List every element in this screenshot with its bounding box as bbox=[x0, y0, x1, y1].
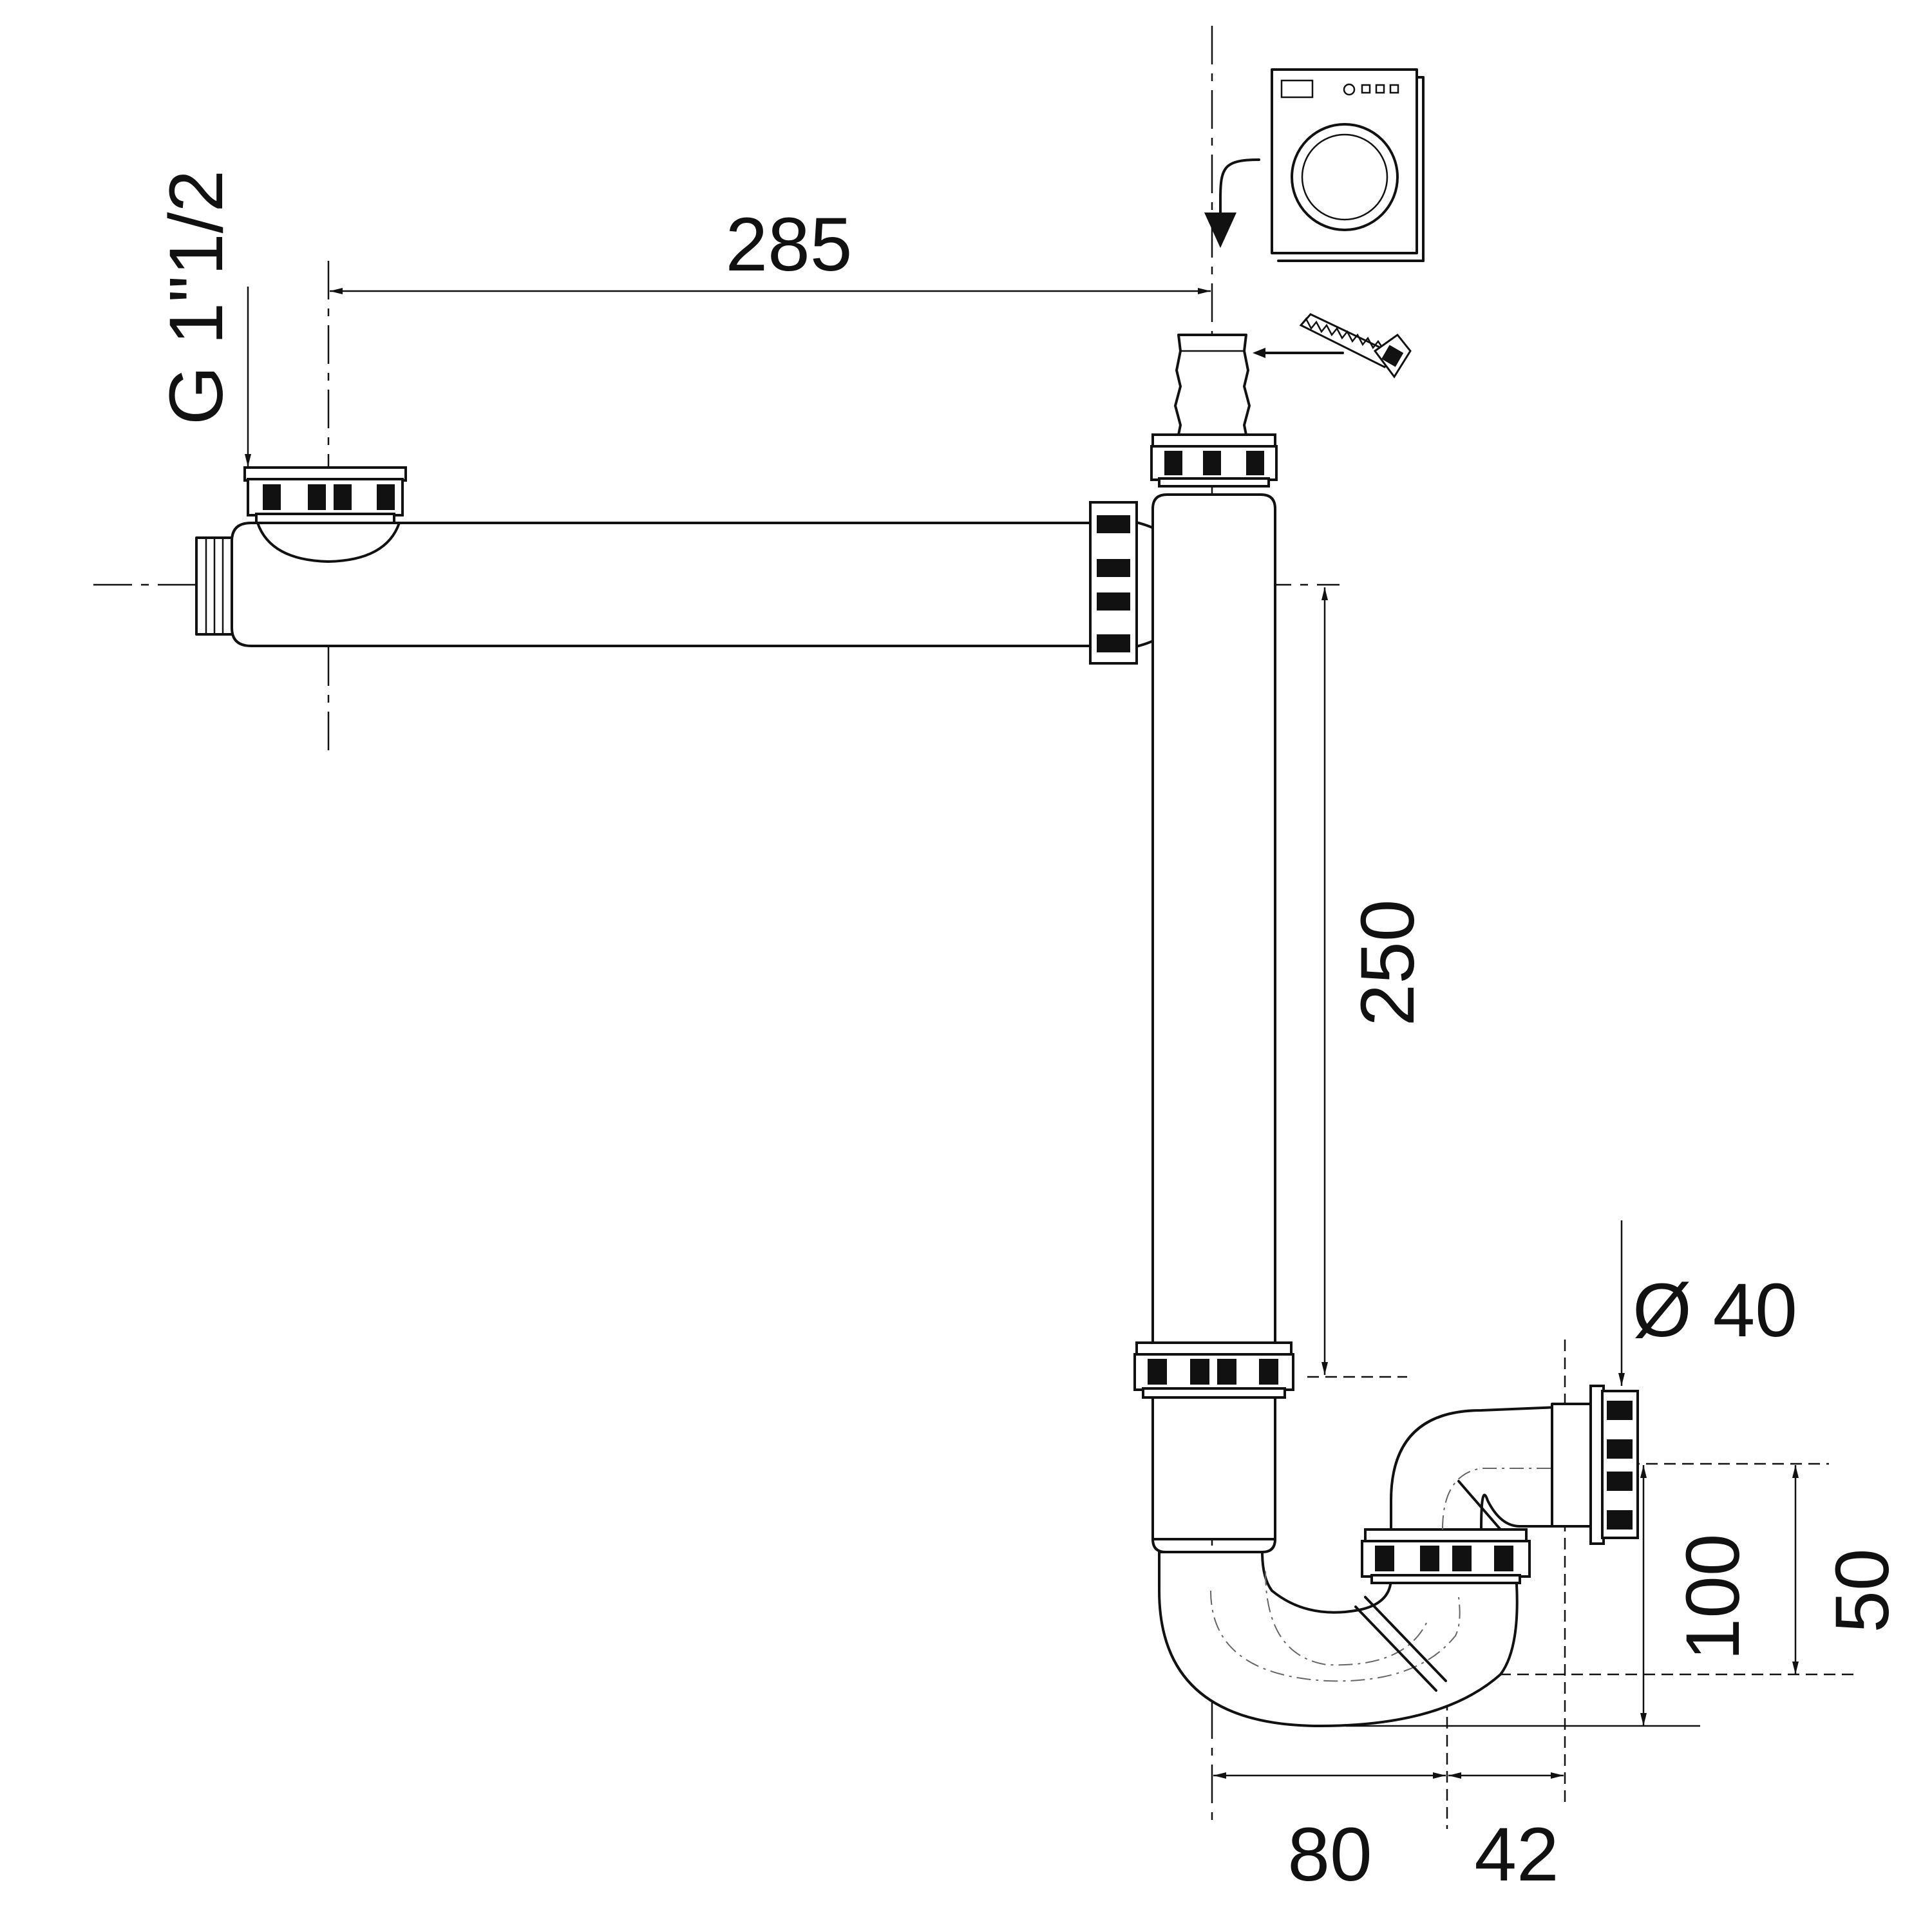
dimension-label-100: 100 bbox=[1671, 1534, 1756, 1661]
dimension-horizontal-length: 285 bbox=[330, 202, 1211, 294]
centerlines bbox=[93, 26, 1855, 1829]
dimension-outlet-height: 50 bbox=[1792, 1465, 1905, 1674]
saw-icon bbox=[1253, 313, 1412, 379]
vertical-pipe bbox=[1133, 334, 1294, 1553]
trap-bend bbox=[1158, 1385, 1639, 1727]
horizontal-pipe bbox=[195, 466, 1191, 665]
dimension-label-50: 50 bbox=[1820, 1548, 1905, 1633]
dimension-outlet-offset: 42 bbox=[1448, 1772, 1564, 1897]
dimension-label-diameter: Ø 40 bbox=[1633, 1268, 1797, 1353]
dimension-trap-offset: 80 bbox=[1213, 1772, 1446, 1897]
thread-label: G 1"1/2 bbox=[154, 170, 239, 425]
dimension-label-250: 250 bbox=[1345, 900, 1430, 1027]
dimension-label-42: 42 bbox=[1474, 1812, 1558, 1897]
dimension-trap-height: 100 bbox=[1640, 1465, 1756, 1726]
dimension-outlet-diameter: Ø 40 bbox=[1618, 1220, 1797, 1386]
dimension-vertical-length: 250 bbox=[1321, 587, 1430, 1375]
thread-label-group: G 1"1/2 bbox=[154, 170, 251, 467]
dimension-label-80: 80 bbox=[1287, 1812, 1372, 1897]
dimension-label-285: 285 bbox=[726, 202, 853, 287]
washing-machine-icon bbox=[1271, 68, 1425, 262]
